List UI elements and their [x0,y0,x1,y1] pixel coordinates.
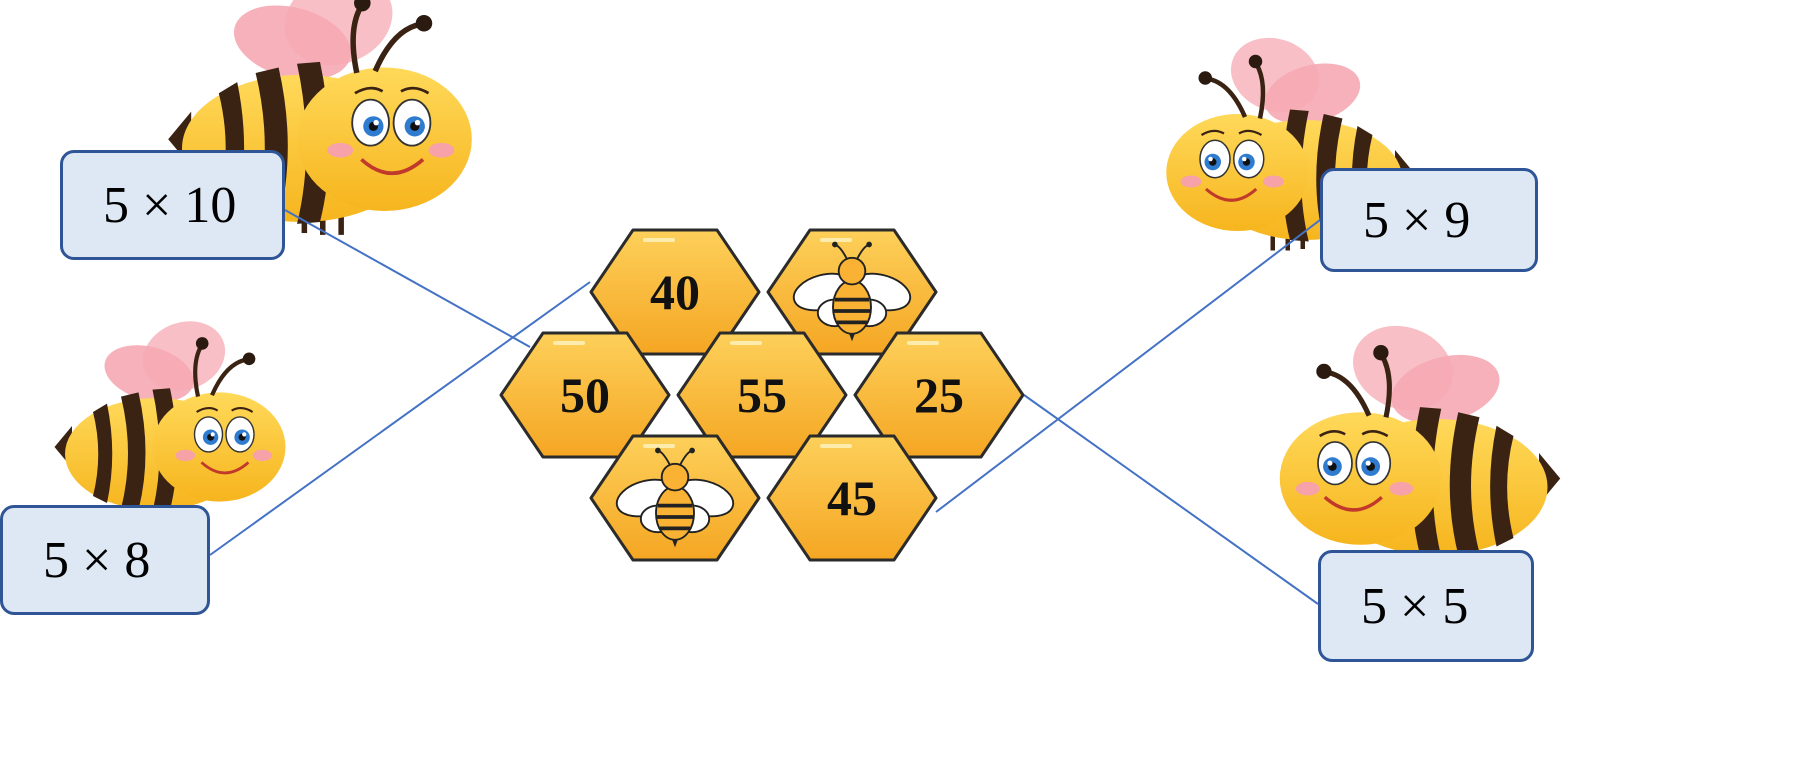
bee-mascot-bottom-right [1280,312,1561,567]
honeycomb-cell-bee[interactable] [589,434,761,562]
honeycomb-cell[interactable]: 45 [766,434,938,562]
card-5x10[interactable]: 5 × 10 [60,150,285,260]
connection-line [1023,394,1319,605]
hexagon [499,331,671,459]
honeycomb-number: 55 [737,367,787,423]
honeycomb-number: 25 [914,367,964,423]
card-label: 5 × 8 [43,531,151,589]
honeycomb-cell[interactable]: 55 [676,331,848,459]
connection-line [935,219,1321,513]
honeycomb-cell[interactable]: 50 [499,331,671,459]
honeycomb-cell-bee[interactable] [766,228,938,356]
card-label: 5 × 10 [103,176,237,234]
honeycomb-cell[interactable]: 40 [589,228,761,356]
card-5x9[interactable]: 5 × 9 [1320,168,1538,272]
connection-lines [209,209,1321,605]
honeycomb-number: 40 [650,264,700,320]
connection-line [284,209,531,348]
card-label: 5 × 9 [1363,191,1471,249]
card-5x5[interactable]: 5 × 5 [1318,550,1534,662]
bee-mascot-mid-left [55,310,286,520]
card-label: 5 × 5 [1361,577,1469,635]
connection-line [209,281,591,556]
honeycomb: 40 50 55 25 45 [499,228,1025,562]
hexagon [766,434,938,562]
honeycomb-number: 45 [827,470,877,526]
honeycomb-number: 50 [560,367,610,423]
card-5x8[interactable]: 5 × 8 [0,505,210,615]
